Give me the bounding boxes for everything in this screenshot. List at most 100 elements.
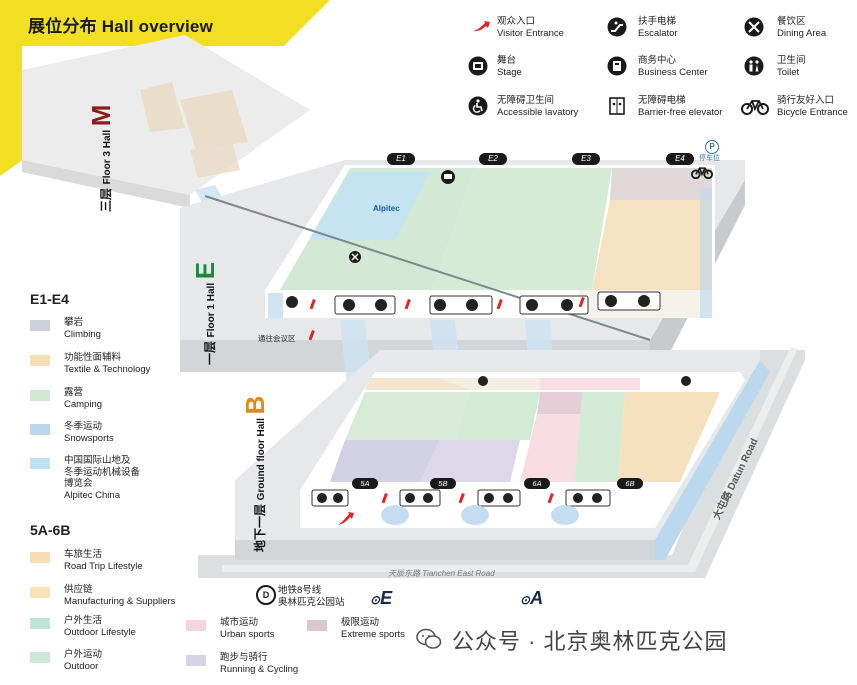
legend-toilet-en: Toilet [777, 67, 800, 78]
meeting-label: 通往会议区 [258, 334, 296, 343]
wechat-icon [416, 628, 442, 650]
swatch-urban [186, 620, 206, 631]
supply-en: Manufacturing & Suppliers [64, 595, 176, 607]
floor-b-label: 地下一层 Ground floor Hall B [240, 396, 271, 552]
escalator-icon [606, 16, 628, 38]
legend-escalator-en: Escalator [638, 28, 678, 39]
swatch-alpitec [30, 458, 50, 469]
legend-dining-en: Dining Area [777, 28, 827, 39]
alpitec-en: Alpitec China [64, 489, 120, 501]
metro-zh2: 奥林匹克公园站 [278, 596, 345, 608]
entrance-6b: 6B [617, 478, 643, 489]
textile-en: Textile & Technology [64, 363, 151, 375]
supply-zh: 供应链 [64, 584, 93, 595]
yellow-left-stripe [0, 46, 22, 176]
legend-visitor-entrance-en: Visitor Entrance [497, 28, 564, 39]
e-section-heading: E1-E4 [30, 291, 69, 307]
outdoor-zh: 户外运动 [64, 649, 103, 660]
business-center-icon [606, 55, 628, 77]
textile-zh: 功能性面辅料 [64, 352, 122, 363]
floor-b-plate [235, 350, 770, 560]
floor-e-letter: E [190, 261, 220, 280]
entrance-e4: E4 [666, 153, 694, 165]
roadtrip-en: Road Trip Lifestyle [64, 560, 143, 572]
e-bicycle-icon [690, 165, 714, 184]
gate-e-label: E [380, 588, 393, 608]
entrance-5a: 5A [352, 478, 378, 489]
camping-zh: 露营 [64, 387, 84, 398]
floor-b-en: Ground floor Hall [256, 418, 267, 501]
floor-m-letter: M [86, 104, 116, 127]
entrance-6a: 6A [524, 478, 550, 489]
floor-e-label: 一层 Floor 1 Hall E [190, 262, 221, 365]
swatch-climbing [30, 320, 50, 331]
floor-m-en: Floor 3 Hall [102, 129, 113, 185]
swatch-supply [30, 587, 50, 598]
b-section-heading: 5A-6B [30, 522, 71, 538]
snowsports-en: Snowsports [64, 432, 114, 444]
floor-m-label: 三层 Floor 3 Hall M [86, 105, 117, 212]
yellow-banner-stripe [0, 0, 330, 46]
floor-e-zh: 一层 [203, 340, 217, 365]
stage-icon [467, 55, 489, 77]
e-toilet-icons [286, 295, 650, 311]
swatch-outdoor [30, 652, 50, 663]
legend-business-center-en: Business Center [638, 67, 708, 78]
legend-bicycle-en: Bicycle Entrance [777, 107, 848, 118]
floor-m-plate [22, 35, 310, 208]
page-title: 展位分布 Hall overview [28, 17, 213, 36]
visitor-entrance-icon [470, 16, 492, 38]
road-tianchen: 天辰东路 Tianchen East Road [388, 569, 495, 578]
legend-accessible-en: Accessible lavatory [497, 107, 579, 118]
entrance-5b: 5B [430, 478, 456, 489]
toilet-icon [743, 55, 765, 77]
swatch-textile [30, 355, 50, 366]
camping-en: Camping [64, 398, 103, 410]
legend-visitor-entrance-zh: 观众入口 [497, 16, 536, 27]
alpitec-logo: Alpitec [373, 204, 400, 213]
entrance-e1: E1 [387, 153, 415, 165]
climbing-zh: 攀岩 [64, 317, 84, 328]
accessible-lavatory-icon [467, 95, 489, 117]
urban-en: Urban sports [220, 628, 275, 640]
outdoor-lifestyle-en: Outdoor Lifestyle [64, 626, 136, 638]
parking-icon: P [705, 140, 719, 154]
running-en: Running & Cycling [220, 663, 299, 675]
legend-business-center-zh: 商务中心 [638, 55, 677, 66]
snowsports-zh: 冬季运动 [64, 421, 103, 432]
legend-stage-en: Stage [497, 67, 522, 78]
swatch-camping [30, 390, 50, 401]
legend-elevator-zh: 无障碍电梯 [638, 95, 686, 106]
floor-m-zh: 三层 [99, 187, 113, 212]
swatch-running [186, 655, 206, 666]
gate-a-marker: ⊙A [520, 588, 544, 608]
parking-label: 停车位 [699, 155, 720, 162]
running-zh: 跑步与骑行 [220, 652, 268, 663]
entrance-e3: E3 [572, 153, 600, 165]
legend-toilet-zh: 卫生间 [777, 55, 806, 66]
swatch-snowsports [30, 424, 50, 435]
dining-icon [743, 16, 765, 38]
floor-e-en: Floor 1 Hall [206, 282, 217, 338]
roadtrip-zh: 车旅生活 [64, 549, 103, 560]
extreme-en: Extreme sports [341, 628, 405, 640]
b-visitor-entrance-icon [338, 512, 354, 525]
metro-zh: 地铁8号线 [278, 585, 322, 596]
legend-accessible-zh: 无障碍卫生间 [497, 95, 555, 106]
extreme-zh: 极限运动 [341, 617, 380, 628]
outdoor-lifestyle-zh: 户外生活 [64, 615, 103, 626]
entrance-e2: E2 [479, 153, 507, 165]
climbing-en: Climbing [64, 328, 101, 340]
legend-dining-zh: 餐饮区 [777, 16, 806, 27]
legend-escalator-zh: 扶手电梯 [638, 16, 677, 27]
floor-b-letter: B [240, 395, 270, 415]
swatch-roadtrip [30, 552, 50, 563]
outdoor-en: Outdoor [64, 660, 99, 672]
metro-icon: D [256, 585, 276, 605]
gate-a-label: A [530, 588, 544, 608]
legend-elevator-en: Barrier-free elevator [638, 107, 723, 118]
swatch-extreme [307, 620, 327, 631]
swatch-outdoor-lifestyle [30, 618, 50, 629]
barrier-free-elevator-icon [606, 95, 628, 117]
